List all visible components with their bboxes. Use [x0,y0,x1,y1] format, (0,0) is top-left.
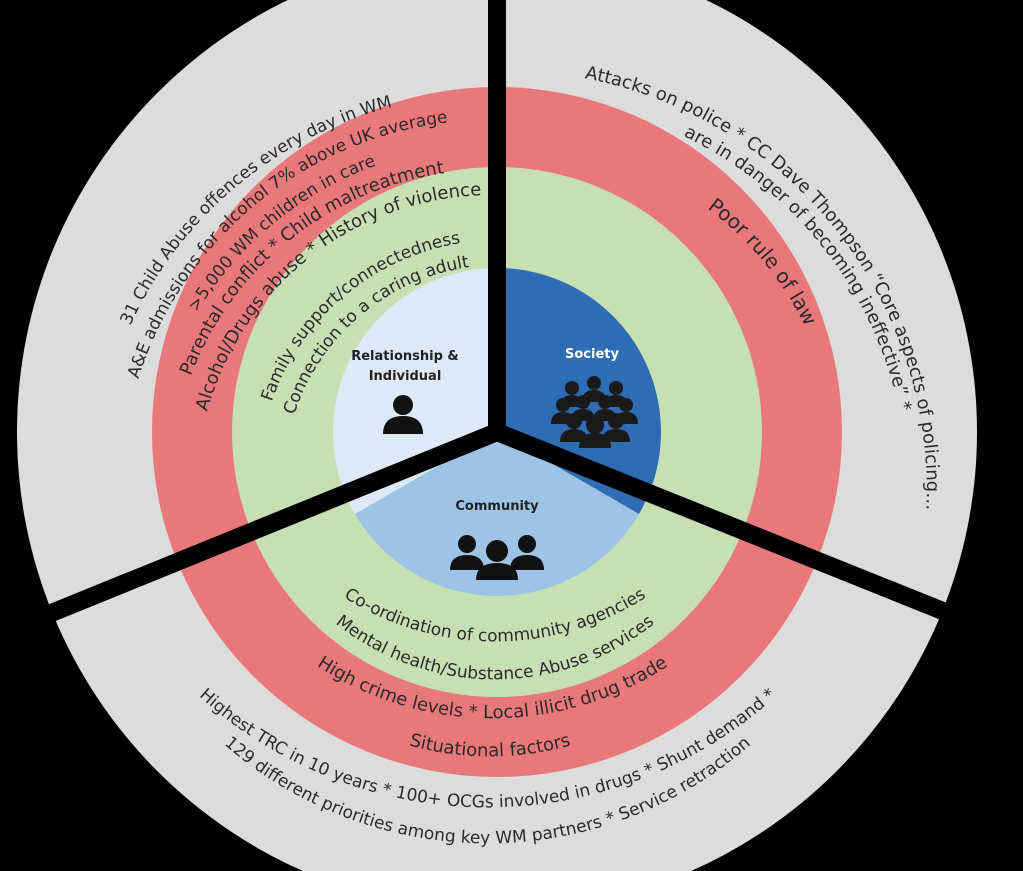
community-title: Community [455,499,539,514]
divider-left [0,423,501,644]
group-icon [450,535,544,580]
society-title: Society [565,347,619,362]
community-core [355,432,639,596]
individual-title-line-1: Relationship & [351,349,459,364]
crowd-icon [551,376,638,448]
divider-right [493,423,1023,653]
person-icon [383,395,423,434]
individual-title-line-2: Individual [369,369,442,384]
